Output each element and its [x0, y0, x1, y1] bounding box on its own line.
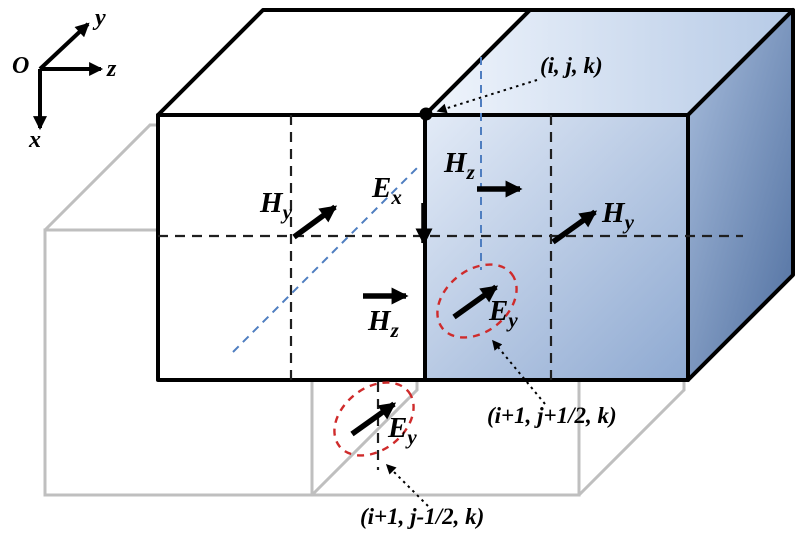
coordinate-annotations: (i, j, k) (i+1, j+1/2, k) (i+1, j-1/2, k…	[360, 53, 617, 529]
guide-blue-diagonal	[232, 164, 421, 353]
origin-label: O	[12, 53, 29, 79]
ey-upper-coord-label: (i+1, j+1/2, k)	[487, 403, 617, 428]
ey-upper-arrow	[452, 284, 499, 320]
hz-mid-label: Hz	[367, 305, 400, 342]
field-labels: Hy Ex Hz Hy Hz Ey Ey	[259, 147, 635, 449]
hy-left-arrow	[292, 204, 338, 240]
ey-highlights	[333, 263, 518, 457]
coordinate-axes: O y z x	[12, 5, 117, 153]
hz-top-label: Hz	[443, 147, 476, 184]
axis-arrows	[33, 22, 104, 131]
y-axis-arrow	[38, 22, 90, 71]
ijk-leader-arrow	[436, 79, 538, 114]
annotation-leaders	[385, 79, 546, 507]
yee-cells	[156, 8, 795, 382]
ey-upper-leader-arrow	[492, 339, 546, 405]
ex-label: Ex	[371, 172, 402, 209]
node-dot	[419, 107, 433, 121]
hy-right-label: Hy	[601, 197, 635, 234]
x-axis-label: x	[28, 127, 41, 153]
ey-upper-label: Ey	[488, 295, 518, 332]
z-axis-label: z	[106, 56, 117, 82]
ijk-label: (i, j, k)	[540, 53, 603, 78]
ey-lower-label: Ey	[387, 412, 417, 449]
hy-left-label: Hy	[259, 187, 293, 224]
ey-lower-coord-label: (i+1, j-1/2, k)	[360, 504, 484, 529]
grid-guides-dashed	[158, 115, 743, 470]
ey-lower-arrow	[350, 401, 397, 437]
ey-highlight-circle-lower	[333, 381, 415, 457]
right-cube-front-face	[423, 113, 690, 382]
ey-lower-leader-arrow	[385, 463, 429, 507]
grid-guides-blue	[232, 57, 482, 353]
field-arrows	[292, 180, 598, 437]
hy-right-arrow	[551, 209, 598, 245]
ey-highlight-circle-upper	[436, 263, 518, 339]
y-axis-label: y	[92, 5, 106, 31]
